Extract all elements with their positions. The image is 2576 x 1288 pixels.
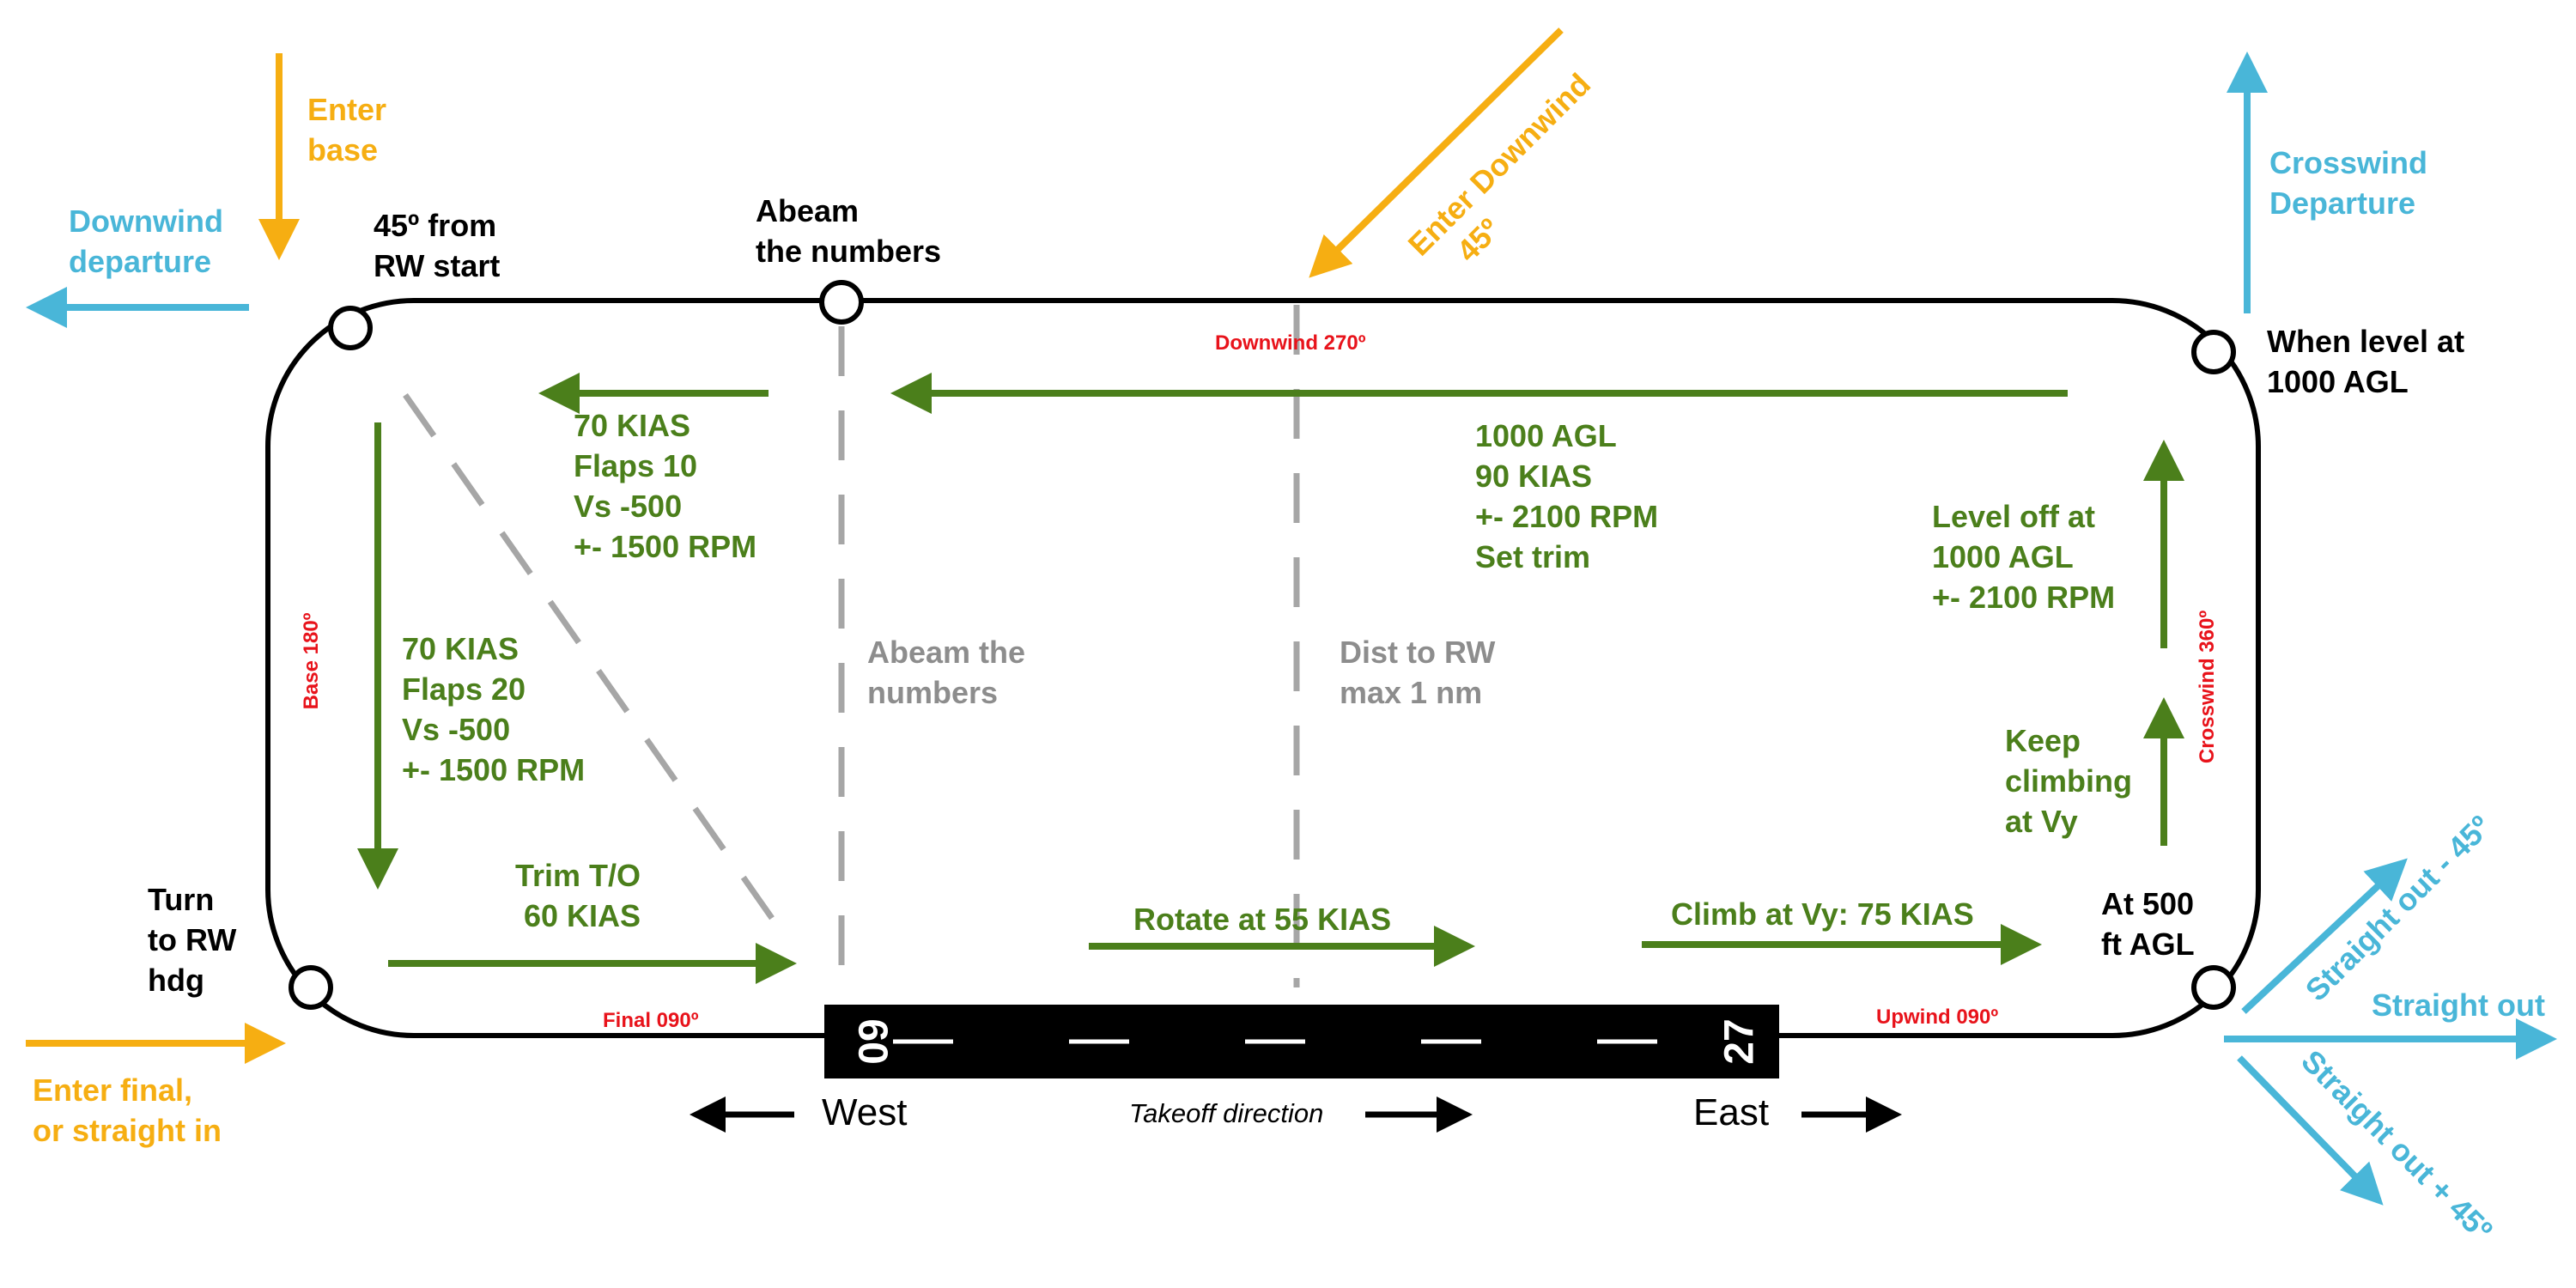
enter-final-label: Enter final, or straight in — [33, 1072, 222, 1148]
leg-downwind-label: Downwind 270º — [1215, 331, 1366, 355]
checkpoint-abeam-circle — [819, 280, 864, 325]
runway-number-09: 09 — [852, 1018, 897, 1064]
downwind-departure-label: Downwind departure — [69, 204, 232, 279]
keep-climbing-instructions: Keep climbing at Vy — [2005, 723, 2141, 839]
rotate-instruction: Rotate at 55 KIAS — [1133, 902, 1391, 937]
crosswind-departure-label: Crosswind Departure — [2269, 145, 2436, 221]
east-label: East — [1693, 1091, 1769, 1133]
enter-downwind-label: Enter Downwind 45º — [1401, 60, 1631, 289]
base-instructions: 70 KIAS Flaps 20 Vs -500 +- 1500 RPM — [402, 631, 585, 787]
abeam-guide-label: Abeam the numbers — [867, 635, 1034, 710]
climb-instruction: Climb at Vy: 75 KIAS — [1671, 896, 1974, 932]
checkpoint-level-label: When level at 1000 AGL — [2267, 324, 2473, 399]
leg-base-label: Base 180º — [300, 612, 323, 709]
leg-upwind-label: Upwind 090º — [1876, 1005, 1998, 1029]
takeoff-direction-label: Takeoff direction — [1129, 1098, 1323, 1128]
checkpoint-45-label: 45º from RW start — [374, 208, 505, 283]
pre-base-instructions: 70 KIAS Flaps 10 Vs -500 +- 1500 RPM — [574, 408, 756, 564]
checkpoint-level-circle — [2191, 330, 2236, 374]
leg-crosswind-label: Crosswind 360º — [2196, 611, 2219, 763]
checkpoint-500-circle — [2191, 965, 2236, 1010]
enter-base-label: Enter base — [307, 92, 395, 167]
checkpoint-turn-circle — [289, 965, 333, 1010]
checkpoint-turn-label: Turn to RW hdg — [148, 882, 245, 998]
checkpoint-45-circle — [328, 306, 373, 350]
level-off-instructions: Level off at 1000 AGL +- 2100 RPM — [1932, 499, 2115, 615]
straight-out-minus-arrow — [2241, 858, 2408, 1014]
dist-guide-label: Dist to RW max 1 nm — [1340, 635, 1504, 710]
straight-out-label: Straight out — [2372, 987, 2545, 1023]
runway: 09 27 — [824, 1005, 1779, 1078]
straight-out-minus-label: Straight out - 45º — [2299, 809, 2498, 1008]
dashed-45-line — [403, 392, 784, 934]
runway-number-27: 27 — [1717, 1018, 1763, 1064]
downwind-instructions: 1000 AGL 90 KIAS +- 2100 RPM Set trim — [1475, 418, 1667, 574]
leg-final-label: Final 090º — [603, 1009, 699, 1032]
west-label: West — [822, 1091, 907, 1133]
straight-out-plus-arrow — [2237, 1055, 2384, 1206]
final-instructions: Trim T/O 60 KIAS — [515, 858, 649, 933]
checkpoint-500-label: At 500 ft AGL — [2101, 886, 2202, 962]
checkpoint-abeam-label: Abeam the numbers — [756, 193, 941, 269]
enter-downwind-arrow — [1309, 27, 1564, 278]
